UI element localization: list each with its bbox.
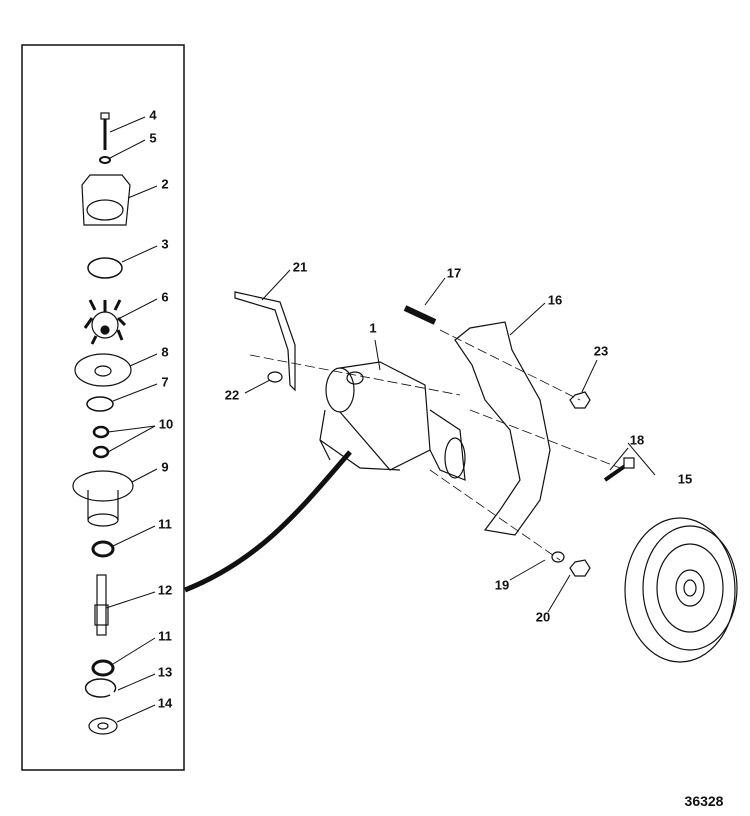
bolt-18-part: [603, 457, 635, 482]
callout-2: 2: [161, 176, 169, 192]
callout-10: 10: [158, 416, 174, 432]
callout-11-lower: 11: [158, 628, 172, 644]
callout-11: 11: [158, 516, 172, 532]
bearing-lower-part: [91, 659, 115, 677]
callout-13: 13: [157, 664, 173, 680]
callout-3: 3: [161, 236, 169, 252]
seal-parts: [92, 425, 110, 459]
pulley-part: [624, 517, 738, 663]
callout-5: 5: [149, 130, 157, 146]
nut-23-part: [569, 391, 591, 409]
callout-20: 20: [535, 609, 551, 625]
callout-1: 1: [369, 320, 377, 336]
callout-19: 19: [494, 577, 510, 593]
o-ring-part: [87, 257, 123, 279]
plate-part: [74, 353, 132, 387]
figure-number: 36328: [684, 793, 724, 809]
o-ring-small-part: [86, 396, 114, 412]
leader-lines: [105, 116, 656, 723]
snap-ring-part: [84, 678, 117, 698]
nut-20-part: [569, 559, 591, 577]
callout-4: 4: [149, 107, 157, 123]
washer-part: [99, 156, 111, 164]
callout-12: 12: [157, 582, 173, 598]
callout-16: 16: [547, 292, 563, 308]
alignment-lines: [249, 329, 621, 561]
washer-lower-part: [88, 717, 118, 735]
brace-part: [234, 291, 296, 392]
callout-14: 14: [157, 695, 173, 711]
washer-19-part: [551, 551, 565, 563]
callout-6: 6: [161, 289, 169, 305]
mounting-bracket-part: [454, 321, 551, 536]
housing-part: [72, 470, 134, 527]
callout-7: 7: [161, 374, 169, 390]
washer-22-part: [267, 371, 283, 383]
shaft-part: [94, 574, 109, 636]
callout-8: 8: [161, 344, 169, 360]
stud-part: [403, 305, 437, 325]
callout-9: 9: [161, 459, 169, 475]
callout-21: 21: [292, 259, 308, 275]
callout-22: 22: [224, 387, 240, 403]
callout-18: 18: [629, 432, 645, 448]
screw-part: [100, 112, 110, 150]
inset-box: [21, 44, 185, 771]
pump-assembly-part: [319, 361, 466, 481]
bearing-part: [91, 540, 115, 558]
callout-23: 23: [593, 343, 609, 359]
hose: [184, 450, 352, 593]
impeller-part: [83, 299, 127, 345]
callout-17: 17: [446, 265, 462, 281]
pump-cover-part: [81, 174, 131, 226]
callout-15: 15: [677, 471, 693, 487]
